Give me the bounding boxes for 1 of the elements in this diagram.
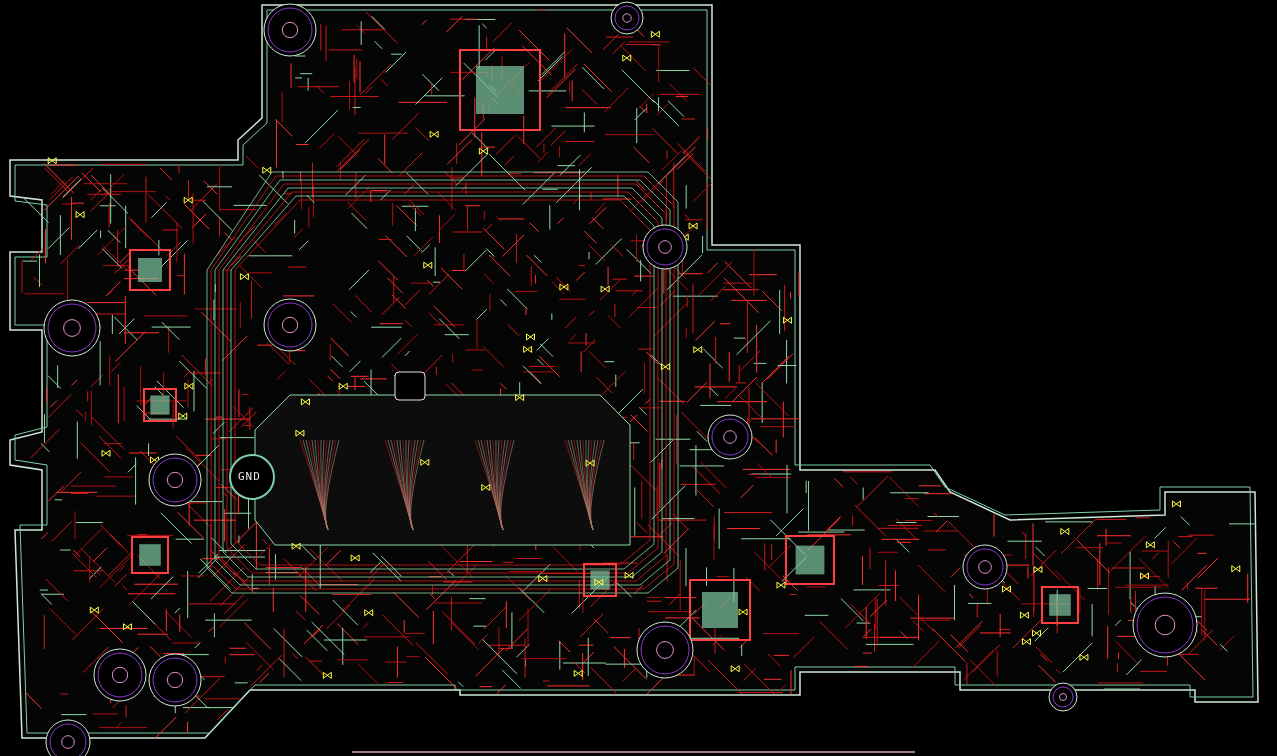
net-label: GND [238,470,261,483]
